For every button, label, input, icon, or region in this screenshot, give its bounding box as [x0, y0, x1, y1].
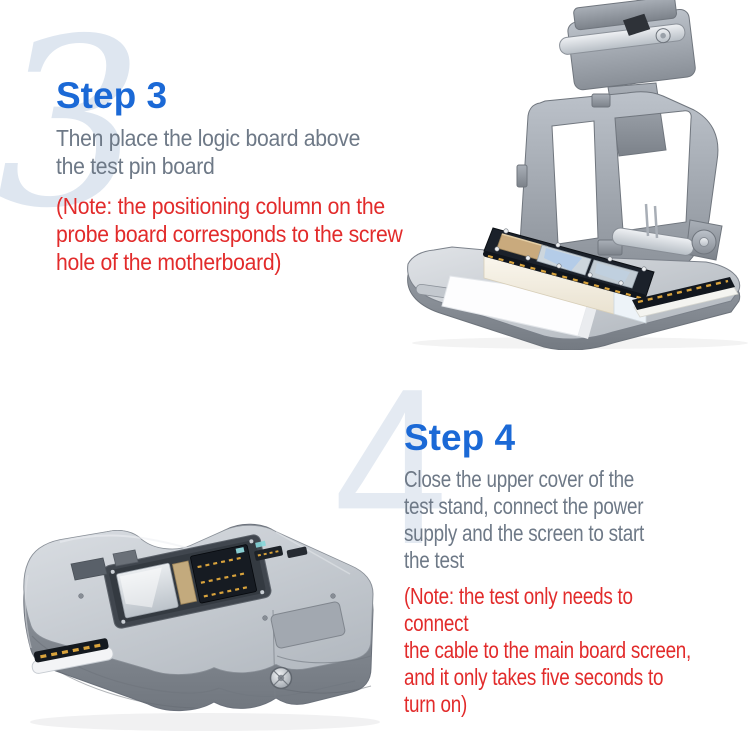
logic-board-window	[103, 534, 272, 629]
step-4-text: Step 4 Close the upper cover of the test…	[404, 416, 750, 718]
base-edge-connector	[632, 277, 739, 318]
step-3-note: (Note: the positioning column on the pro…	[56, 193, 403, 275]
back-connectors	[254, 540, 308, 561]
logic-board-on-pin-board	[483, 227, 739, 324]
edge-connector	[31, 638, 114, 674]
thumbscrew	[269, 666, 293, 690]
step-4-note: (Note: the test only needs to connect th…	[404, 583, 692, 717]
step-3-title: Step 3	[56, 75, 168, 116]
hinge-assembly	[611, 203, 723, 261]
step-3-description: Then place the logic board above the tes…	[56, 125, 361, 179]
closed-test-stand-illustration	[23, 523, 380, 731]
open-test-stand-illustration	[407, 0, 748, 350]
step-4-description: Close the upper cover of the test stand,…	[404, 466, 645, 573]
open-test-stand-photo	[400, 0, 750, 350]
top-cutouts	[70, 549, 139, 581]
closed-test-stand-photo	[15, 460, 425, 750]
step-4-title: Step 4	[404, 417, 516, 458]
step-3-text: Step 3 Then place the logic board above …	[56, 74, 476, 276]
